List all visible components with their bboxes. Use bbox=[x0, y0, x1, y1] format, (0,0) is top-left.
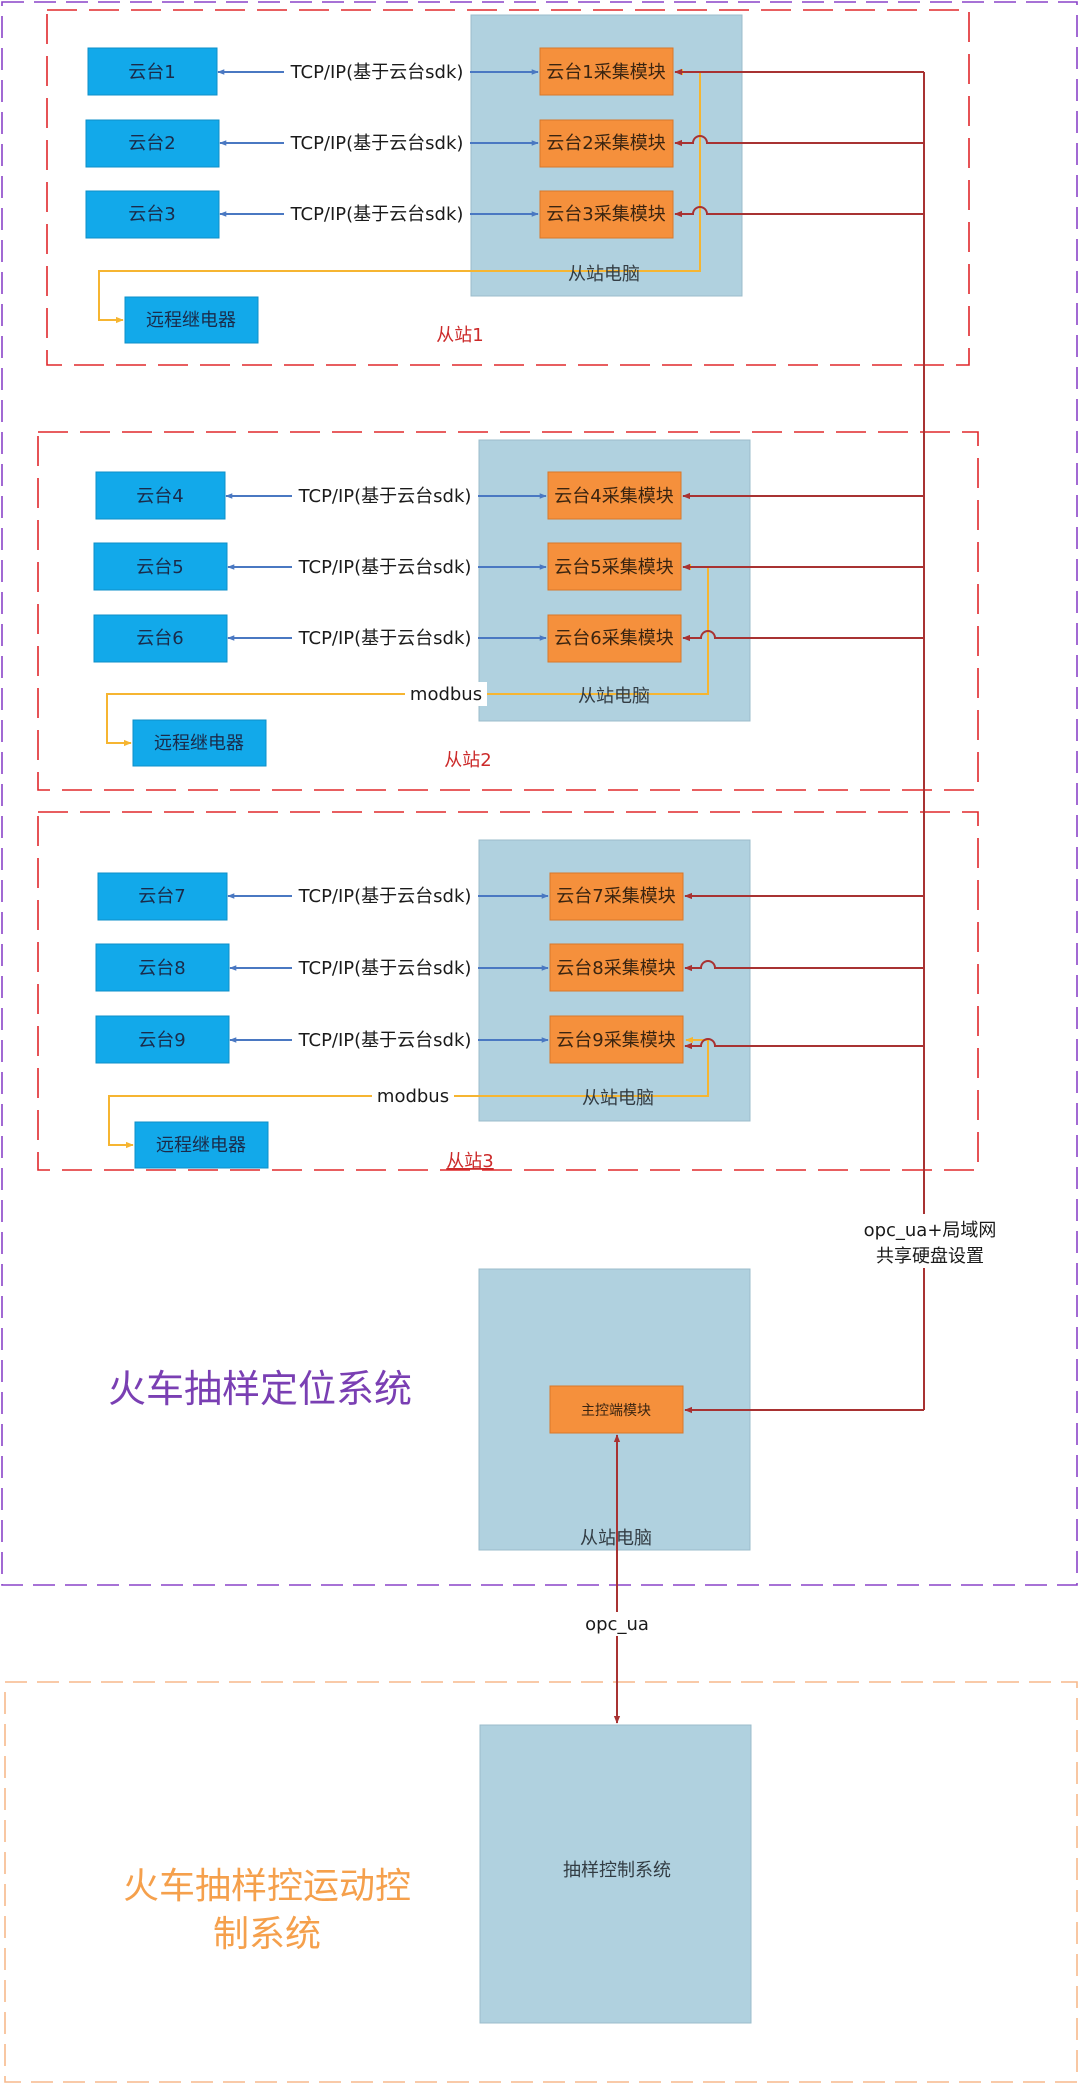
camera-5 bbox=[93, 542, 228, 591]
station-3-pc-label: 从站电脑 bbox=[582, 1088, 654, 1109]
network-label-line2: 共享硬盘设置 bbox=[876, 1246, 984, 1267]
module-2-label: 云台2采集模块 bbox=[546, 133, 665, 154]
tcp-label-4: TCP/IP(基于云台sdk) bbox=[298, 486, 472, 507]
tcp-label-5: TCP/IP(基于云台sdk) bbox=[298, 557, 472, 578]
module-8 bbox=[549, 943, 684, 992]
camera-7-label: 云台7 bbox=[138, 886, 185, 907]
camera-6-label: 云台6 bbox=[136, 628, 183, 649]
tcp-label-2: TCP/IP(基于云台sdk) bbox=[290, 133, 464, 154]
tcp-label-3: TCP/IP(基于云台sdk) bbox=[290, 204, 464, 225]
station-3-frame bbox=[37, 811, 979, 1171]
station-1-label: 从站1 bbox=[436, 325, 483, 346]
module-5-label: 云台5采集模块 bbox=[554, 557, 673, 578]
bus-link-9 bbox=[684, 1038, 924, 1050]
module-6 bbox=[547, 614, 682, 663]
module-4 bbox=[547, 471, 682, 520]
module-9-label: 云台9采集模块 bbox=[556, 1030, 675, 1051]
station-3-label: 从站3 bbox=[446, 1151, 493, 1172]
master-module-label: 主控端模块 bbox=[581, 1403, 651, 1419]
modbus-label-3: modbus bbox=[377, 1086, 449, 1107]
module-1 bbox=[539, 47, 674, 96]
module-8-label: 云台8采集模块 bbox=[556, 958, 675, 979]
station-1-pc-label: 从站电脑 bbox=[568, 264, 640, 285]
camera-5-label: 云台5 bbox=[136, 557, 183, 578]
camera-8-label: 云台8 bbox=[138, 958, 185, 979]
master-module bbox=[549, 1385, 684, 1434]
station-2-label: 从站2 bbox=[444, 750, 491, 771]
module-7-label: 云台7采集模块 bbox=[556, 886, 675, 907]
motion-system-title-line2: 制系统 bbox=[213, 1914, 321, 1955]
tcp-label-9: TCP/IP(基于云台sdk) bbox=[298, 1030, 472, 1051]
camera-9 bbox=[95, 1015, 230, 1064]
module-7 bbox=[549, 872, 684, 921]
tcp-label-6: TCP/IP(基于云台sdk) bbox=[298, 628, 472, 649]
relay-3-label: 远程继电器 bbox=[156, 1135, 246, 1156]
tcp-label-1: TCP/IP(基于云台sdk) bbox=[290, 62, 464, 83]
modbus-link-1 bbox=[98, 72, 701, 324]
motion-system-title-line1: 火车抽样控运动控 bbox=[123, 1866, 411, 1907]
module-3 bbox=[539, 190, 674, 239]
tcp-label-7: TCP/IP(基于云台sdk) bbox=[298, 886, 472, 907]
remote-relay-2 bbox=[132, 719, 267, 767]
modbus-link-2 bbox=[106, 567, 709, 747]
relay-1-label: 远程继电器 bbox=[146, 310, 236, 331]
bus-link-8 bbox=[684, 960, 924, 972]
camera-3 bbox=[85, 190, 220, 239]
remote-relay-1 bbox=[124, 296, 259, 344]
camera-2 bbox=[85, 119, 220, 168]
modbus-link-3 bbox=[108, 1040, 709, 1149]
control-system-label: 抽样控制系统 bbox=[563, 1860, 671, 1881]
bus-link-2 bbox=[674, 135, 924, 147]
station-2-frame bbox=[37, 431, 979, 791]
camera-4 bbox=[95, 471, 226, 520]
remote-relay-3 bbox=[134, 1121, 269, 1169]
positioning-system-frame bbox=[1, 1, 1078, 1586]
module-1-label: 云台1采集模块 bbox=[546, 62, 665, 83]
module-2 bbox=[539, 119, 674, 168]
station-1-frame bbox=[46, 9, 970, 366]
tcp-label-8: TCP/IP(基于云台sdk) bbox=[298, 958, 472, 979]
module-9 bbox=[549, 1015, 684, 1064]
camera-1 bbox=[87, 47, 218, 96]
module-5 bbox=[547, 542, 682, 591]
positioning-system-title: 火车抽样定位系统 bbox=[108, 1367, 412, 1411]
camera-2-label: 云台2 bbox=[128, 133, 175, 154]
bus-link-3 bbox=[674, 206, 924, 218]
master-pc-label: 从站电脑 bbox=[580, 1528, 652, 1549]
station-2-pc-label: 从站电脑 bbox=[578, 686, 650, 707]
relay-2-label: 远程继电器 bbox=[154, 733, 244, 754]
camera-3-label: 云台3 bbox=[128, 204, 175, 225]
module-3-label: 云台3采集模块 bbox=[546, 204, 665, 225]
module-4-label: 云台4采集模块 bbox=[554, 486, 673, 507]
camera-4-label: 云台4 bbox=[136, 486, 183, 507]
camera-9-label: 云台9 bbox=[138, 1030, 185, 1051]
camera-6 bbox=[93, 614, 228, 663]
bus-link-6 bbox=[682, 630, 924, 642]
camera-7 bbox=[97, 872, 228, 921]
module-6-label: 云台6采集模块 bbox=[554, 628, 673, 649]
modbus-label-2: modbus bbox=[410, 684, 482, 705]
sampling-control-system bbox=[479, 1724, 752, 2024]
camera-8 bbox=[95, 943, 230, 992]
uplink-label: opc_ua bbox=[585, 1614, 649, 1635]
network-label-line1: opc_ua+局域网 bbox=[864, 1220, 997, 1241]
camera-1-label: 云台1 bbox=[128, 62, 175, 83]
